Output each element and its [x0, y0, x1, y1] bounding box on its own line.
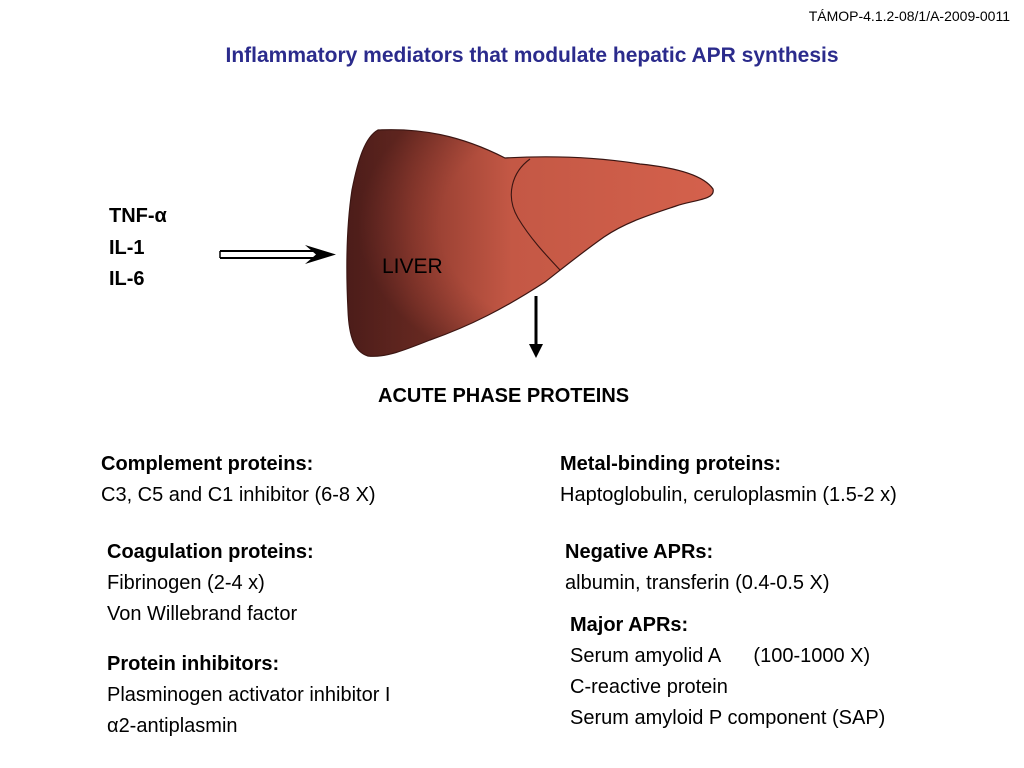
metal-binding-line: Haptoglobulin, ceruloplasmin (1.5-2 x)	[560, 484, 897, 506]
coagulation-proteins-block: Coagulation proteins: Fibrinogen (2-4 x)…	[107, 537, 314, 630]
major-aprs-heading: Major APRs:	[570, 614, 689, 636]
protein-inhibitors-heading: Protein inhibitors:	[107, 653, 280, 675]
major-aprs-line: Serum amyloid P component (SAP)	[570, 707, 886, 729]
mediator-tnf-alpha: TNF-α	[109, 205, 167, 227]
negative-aprs-line: albumin, transferin (0.4-0.5 X)	[565, 572, 830, 594]
mediator-il-6: IL-6	[109, 268, 145, 290]
negative-aprs-heading: Negative APRs:	[565, 541, 714, 563]
major-aprs-line: Serum amyolid A (100-1000 X)	[570, 645, 871, 667]
coagulation-heading: Coagulation proteins:	[107, 541, 314, 563]
slide-title: Inflammatory mediators that modulate hep…	[225, 44, 839, 67]
complement-heading: Complement proteins:	[101, 453, 314, 475]
coagulation-line: Fibrinogen (2-4 x)	[107, 572, 265, 594]
output-arrow	[529, 296, 543, 358]
complement-proteins-block: Complement proteins: C3, C5 and C1 inhib…	[101, 449, 376, 511]
metal-binding-heading: Metal-binding proteins:	[560, 453, 782, 475]
input-arrow	[219, 245, 336, 264]
major-aprs-line: C-reactive protein	[570, 676, 728, 698]
protein-inhibitors-block: Protein inhibitors: Plasminogen activato…	[107, 649, 390, 742]
major-aprs-block: Major APRs: Serum amyolid A (100-1000 X)…	[570, 610, 885, 734]
metal-binding-proteins-block: Metal-binding proteins: Haptoglobulin, c…	[560, 449, 897, 511]
reference-code: TÁMOP-4.1.2-08/1/A-2009-0011	[808, 8, 1010, 24]
coagulation-line: Von Willebrand factor	[107, 603, 298, 625]
complement-line: C3, C5 and C1 inhibitor (6-8 X)	[101, 484, 376, 506]
protein-inhibitors-line: α2-antiplasmin	[107, 715, 238, 737]
protein-inhibitors-line: Plasminogen activator inhibitor I	[107, 684, 391, 706]
liver-lobe-line	[510, 158, 561, 271]
mediator-il-1: IL-1	[109, 237, 145, 259]
negative-aprs-block: Negative APRs: albumin, transferin (0.4-…	[565, 537, 830, 599]
acute-phase-proteins-heading: ACUTE PHASE PROTEINS	[378, 385, 630, 407]
liver-label: LIVER	[382, 255, 443, 278]
